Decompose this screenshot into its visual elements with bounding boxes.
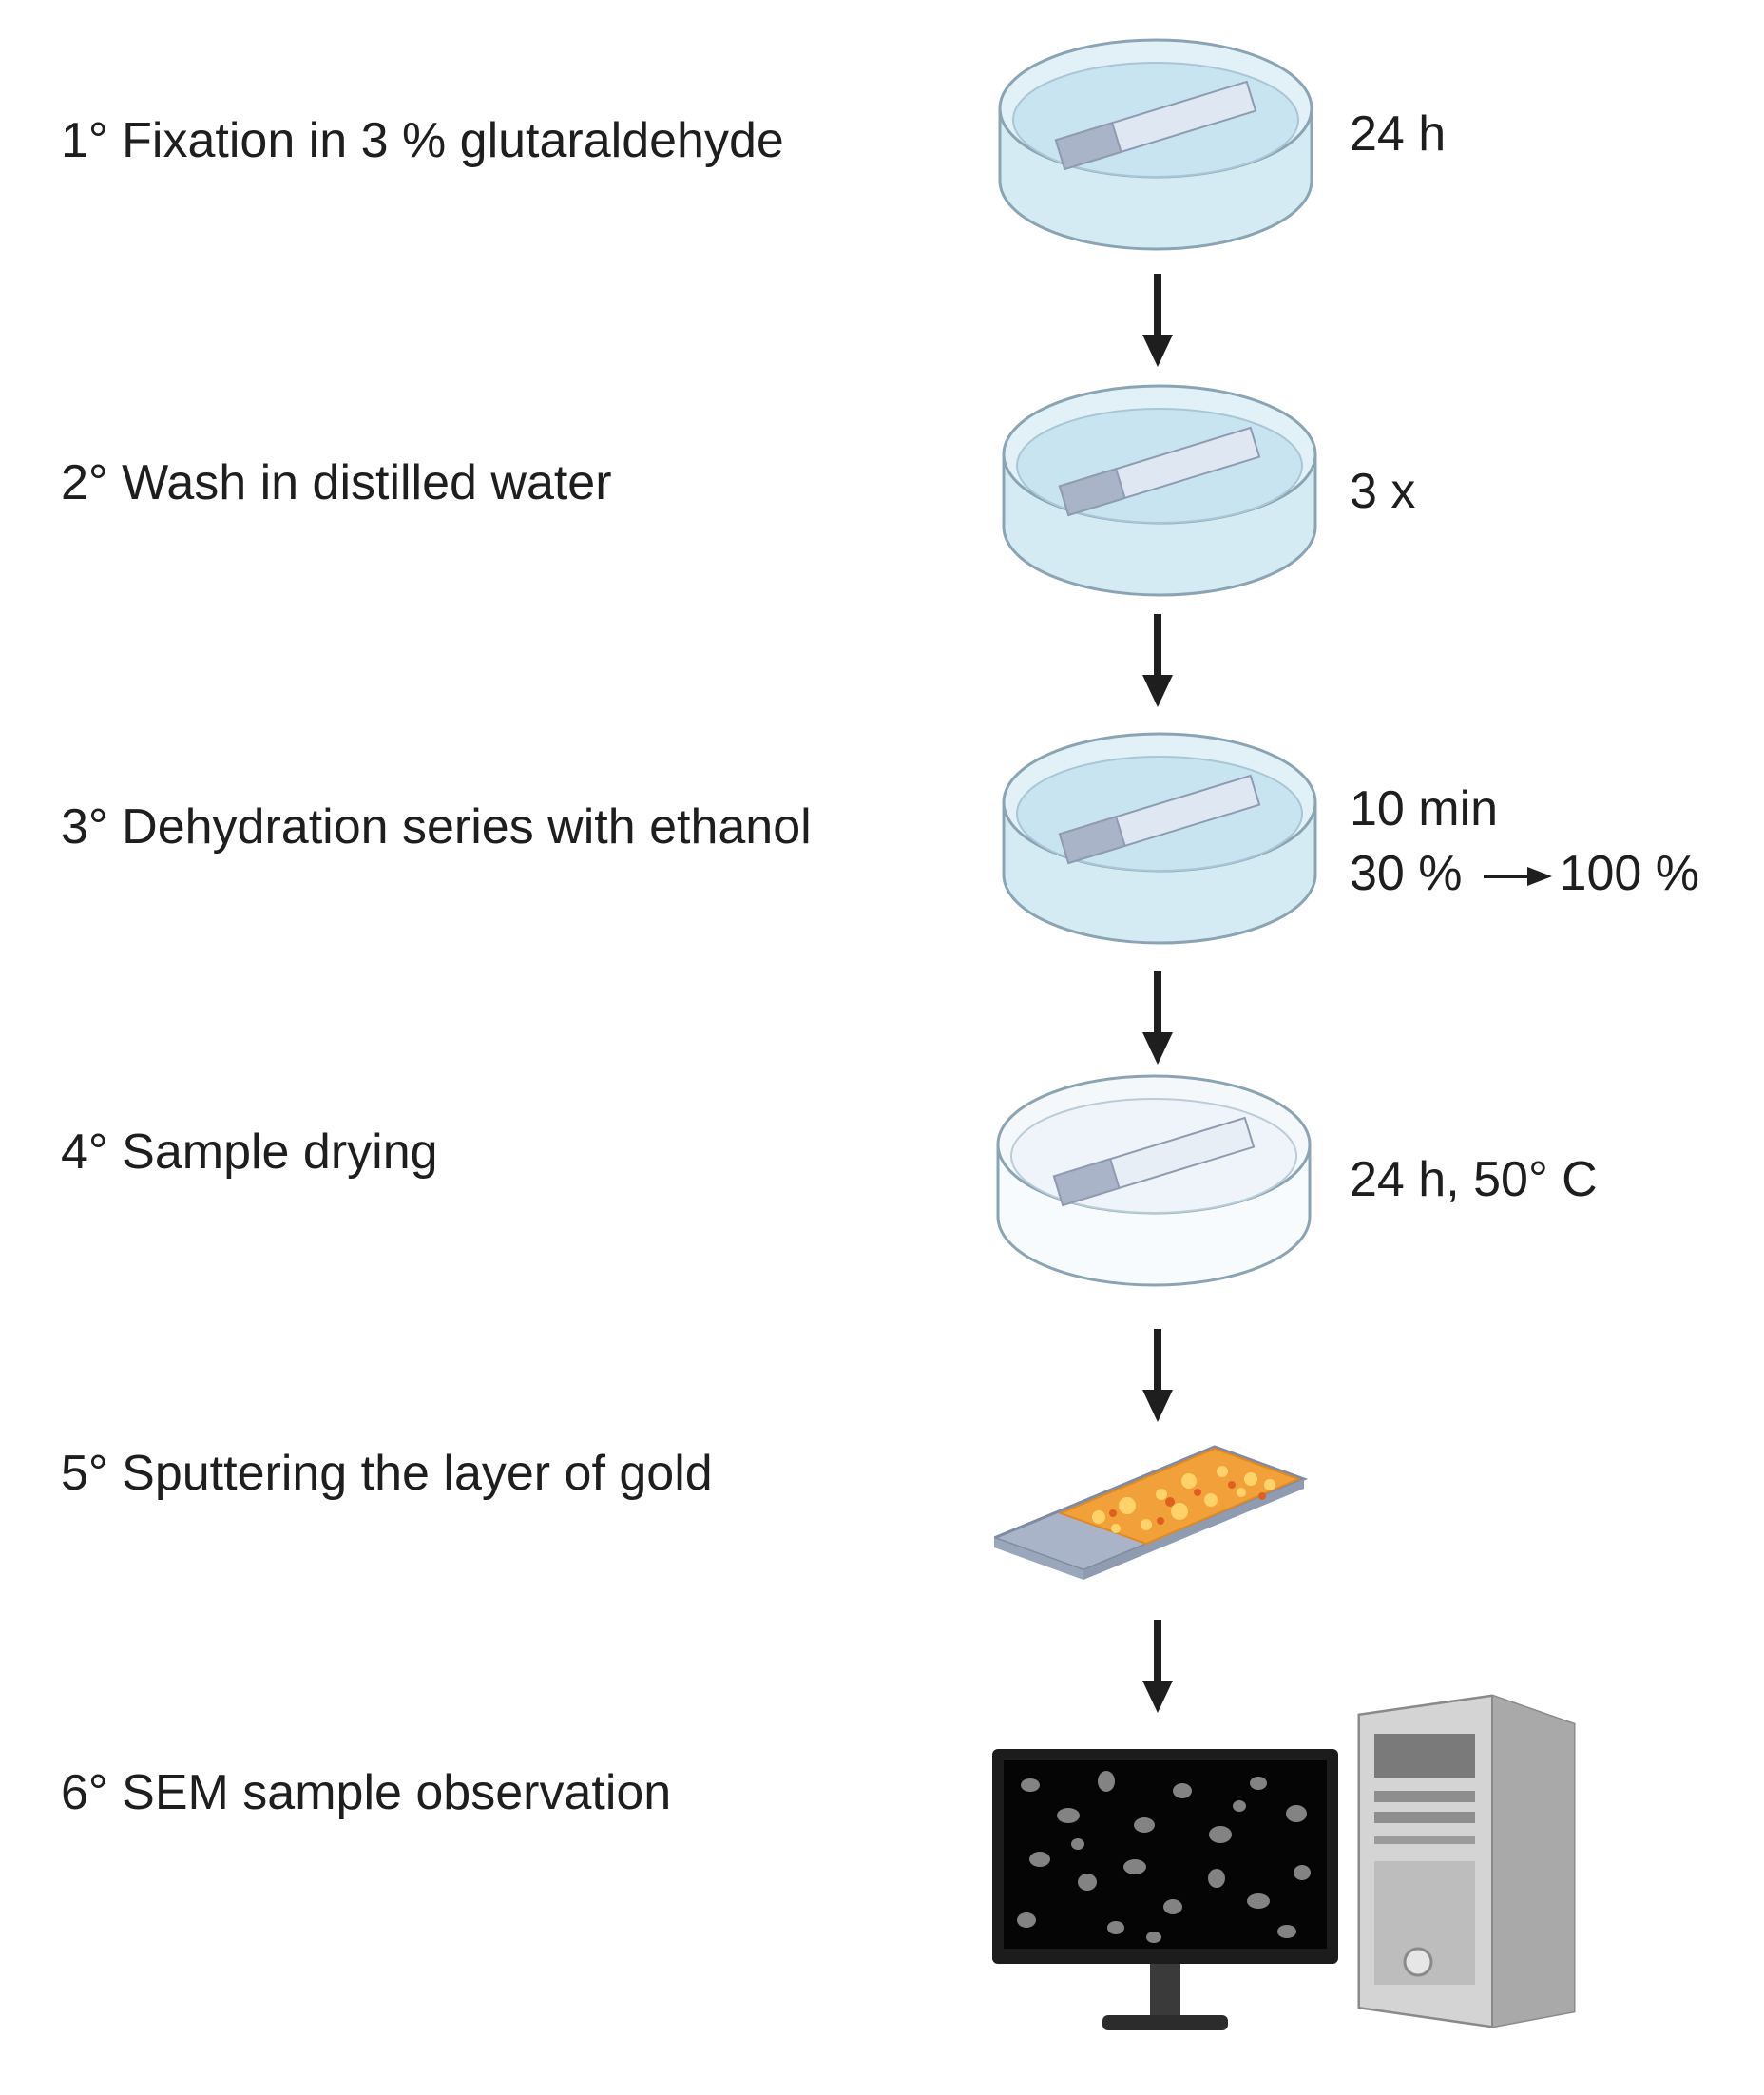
gold-coated-slide-icon bbox=[994, 1445, 1309, 1580]
right-arrow-icon bbox=[1483, 866, 1552, 886]
down-arrow-icon bbox=[1139, 1329, 1177, 1424]
down-arrow-icon bbox=[1139, 274, 1177, 369]
step-1-label: 1° Fixation in 3 % glutaraldehyde bbox=[61, 113, 784, 168]
petri-dish-with-liquid-icon bbox=[998, 376, 1321, 605]
step-6-label: 6° SEM sample observation bbox=[61, 1765, 672, 1820]
down-arrow-icon bbox=[1139, 614, 1177, 709]
petri-dish-dry-icon bbox=[992, 1067, 1315, 1295]
ethanol-start: 30 % bbox=[1350, 845, 1463, 901]
petri-dish-with-liquid-icon bbox=[998, 724, 1321, 952]
step-3-duration: 10 min bbox=[1350, 781, 1499, 836]
ethanol-end: 100 % bbox=[1559, 845, 1699, 901]
down-arrow-icon bbox=[1139, 971, 1177, 1067]
step-4-conditions: 24 h, 50° C bbox=[1350, 1152, 1598, 1207]
step-3-label: 3° Dehydration series with ethanol bbox=[61, 799, 812, 855]
step-2-label: 2° Wash in distilled water bbox=[61, 455, 612, 510]
step-3-conditions: 10 min 30 % 100 % bbox=[1350, 778, 1699, 906]
step-1-duration: 24 h bbox=[1350, 106, 1447, 162]
step-5-label: 5° Sputtering the layer of gold bbox=[61, 1446, 713, 1501]
sem-computer-icon bbox=[992, 1694, 1576, 2030]
step-3-ethanol-range: 30 % 100 % bbox=[1350, 842, 1699, 907]
step-2-repeats: 3 x bbox=[1350, 464, 1416, 519]
step-4-label: 4° Sample drying bbox=[61, 1124, 438, 1180]
petri-dish-with-liquid-icon bbox=[994, 30, 1317, 259]
